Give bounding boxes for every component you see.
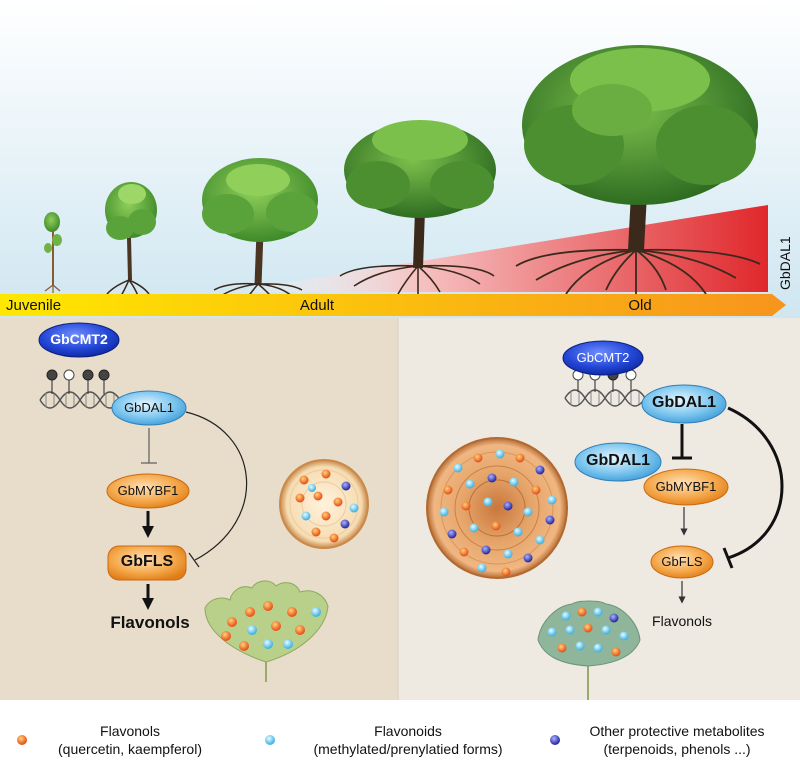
legend-dot-other	[550, 735, 560, 745]
tree-old	[515, 45, 761, 296]
legend-other-detail: (terpenoids, phenols ...)	[603, 741, 751, 757]
gbmybf1-node-right	[643, 468, 729, 506]
legend-flavonoids-detail: (methylated/prenylatied forms)	[313, 741, 503, 757]
gbfls-label-left: GbFLS	[120, 553, 174, 570]
tree-juvenile-2	[105, 182, 157, 297]
wood-cross-section-young	[279, 459, 369, 549]
tree-adult-2	[339, 120, 496, 296]
gbfls-node-right	[650, 545, 714, 579]
legend-item-flavonols: Flavonols (quercetin, kaempferol)	[58, 722, 202, 758]
legend-flavonols-name: Flavonols	[100, 723, 160, 739]
stage-label-old: Old	[628, 297, 652, 314]
stage-label-juvenile: Juvenile	[6, 297, 62, 314]
legend-flavonols-detail: (quercetin, kaempferol)	[58, 741, 202, 757]
stage-label-adult: Adult	[299, 297, 335, 314]
legend-item-flavonoids: Flavonoids (methylated/prenylatied forms…	[313, 722, 502, 758]
gbfls-node-left	[107, 545, 187, 581]
gbdal1-label-right: GbDAL1	[652, 394, 716, 411]
flavonols-label-right: Flavonols	[652, 613, 712, 629]
inhibition-curve-left	[185, 411, 247, 561]
legend-dot-flavonols	[17, 735, 27, 745]
ginkgo-leaf-right	[537, 600, 641, 700]
gbdal1-node-left	[111, 390, 187, 426]
ginkgo-leaf-left	[204, 580, 329, 682]
gbfls-label-right: GbFLS	[661, 554, 703, 569]
tree-adult-1	[202, 158, 318, 303]
gbcmt2-node-left	[38, 322, 120, 358]
gbdal1-label-left: GbDAL1	[124, 400, 174, 415]
wood-cross-section-old	[426, 437, 568, 579]
legend-other-name: Other protective metabolites	[589, 723, 765, 739]
flavonols-label-left: Flavonols	[110, 613, 190, 632]
gbdal1-node-right	[641, 384, 727, 424]
gbdal1-protein-label-right: GbDAL1	[586, 452, 650, 469]
dna-helix-left	[39, 369, 121, 409]
gradient-label-gbdal1: GbDAL1	[777, 236, 793, 290]
legend-flavonoids-name: Flavonoids	[374, 723, 442, 739]
gbcmt2-label-left: GbCMT2	[50, 331, 108, 347]
legend-background	[0, 700, 800, 773]
age-timeline-arrow	[0, 294, 786, 316]
tree-juvenile-1	[44, 212, 62, 293]
inhibition-curve-right	[727, 406, 784, 560]
legend-item-other: Other protective metabolites (terpenoids…	[589, 722, 764, 758]
legend-dot-flavonoids	[265, 735, 275, 745]
gbcmt2-node-right	[562, 340, 644, 376]
gbmybf1-node-left	[106, 473, 190, 509]
gbmybf1-label-left: GbMYBF1	[117, 483, 179, 498]
gbmybf1-label-right: GbMYBF1	[655, 479, 717, 494]
gbcmt2-label-right: GbCMT2	[576, 350, 630, 365]
gbdal1-protein-node-right	[574, 442, 662, 482]
